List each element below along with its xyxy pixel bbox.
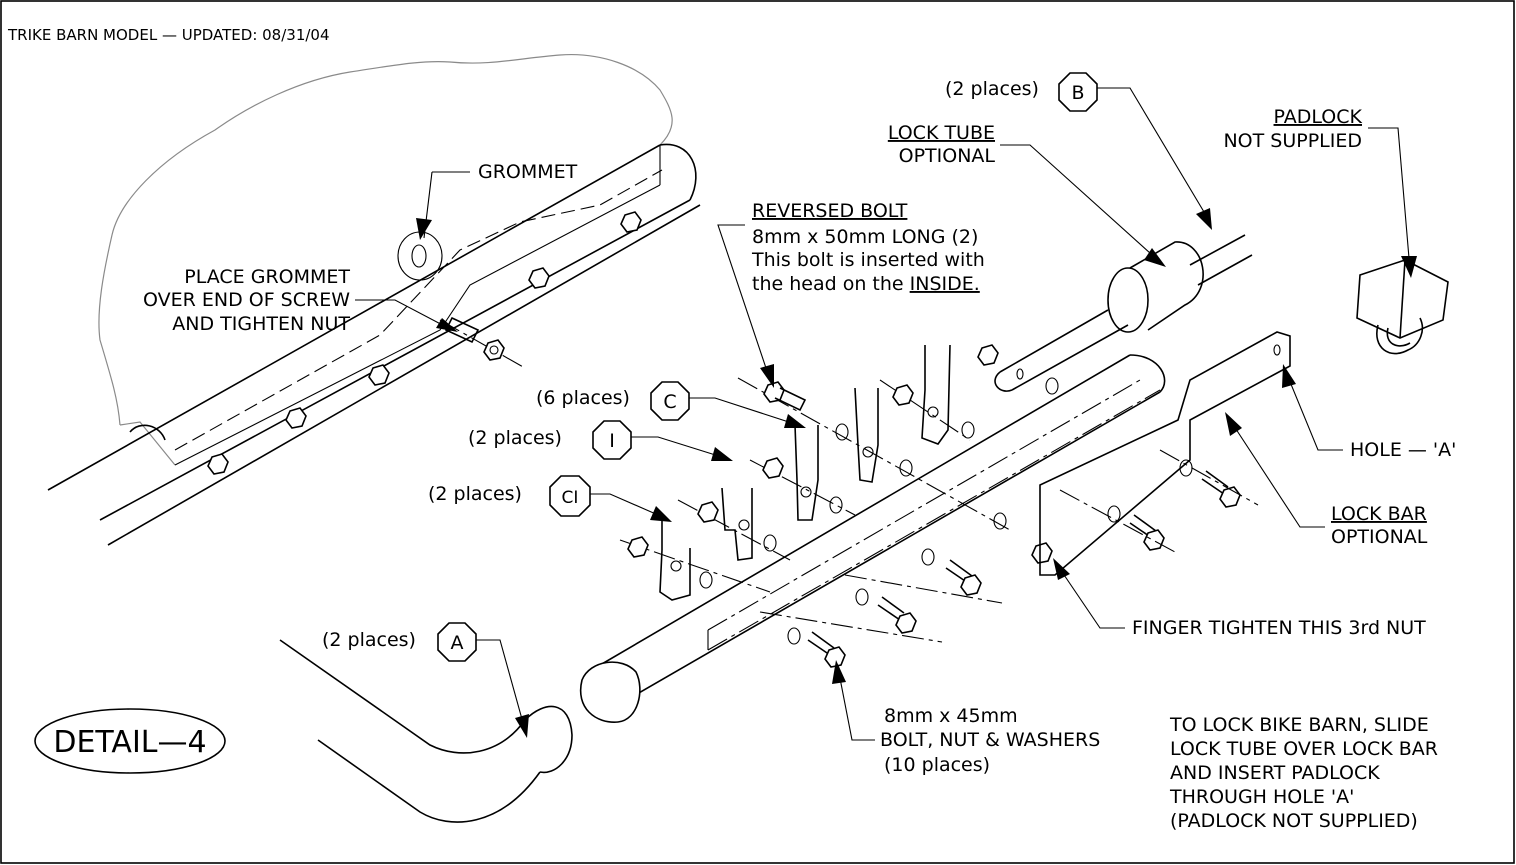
nuts-and-washers bbox=[627, 344, 1193, 645]
tag-i-letter: I bbox=[609, 430, 615, 452]
lock-tube-leader bbox=[1000, 144, 1166, 267]
lock-bar-sub: OPTIONAL bbox=[1331, 526, 1428, 548]
reversed-bolt-inside: INSIDE. bbox=[910, 273, 980, 295]
padlock bbox=[1356, 259, 1449, 355]
tag-ci-qty: (2 places) bbox=[428, 483, 522, 505]
finger-tighten-leader bbox=[1053, 558, 1125, 629]
instruction-line-1: TO LOCK BIKE BARN, SLIDE bbox=[1169, 714, 1429, 736]
instruction-line-3: AND INSERT PADLOCK bbox=[1170, 762, 1380, 784]
bolt-spec-line-2: BOLT, NUT & WASHERS bbox=[880, 729, 1100, 751]
lock-tube-title: LOCK TUBE bbox=[888, 122, 995, 144]
padlock-sub: NOT SUPPLIED bbox=[1223, 130, 1362, 152]
tag-a-letter: A bbox=[451, 632, 464, 654]
reversed-bolt-line-3: the head on the INSIDE. bbox=[752, 273, 980, 295]
place-grommet-leader bbox=[355, 299, 458, 332]
padlock-title: PADLOCK bbox=[1274, 106, 1363, 128]
tag-a-qty: (2 places) bbox=[322, 629, 416, 651]
reversed-bolt-title: REVERSED BOLT bbox=[752, 200, 908, 222]
detail-badge: DETAIL—4 bbox=[34, 708, 226, 774]
bolt-spec-line-3: (10 places) bbox=[884, 754, 990, 776]
tag-ci-badge: CI bbox=[549, 475, 672, 522]
reversed-bolt bbox=[763, 381, 807, 412]
cover-outline bbox=[98, 53, 673, 466]
tag-a-badge: A bbox=[437, 622, 529, 738]
side-rail bbox=[47, 143, 701, 546]
reversed-bolt-leader bbox=[717, 224, 774, 388]
tag-i-qty: (2 places) bbox=[468, 427, 562, 449]
tag-b-letter: B bbox=[1071, 82, 1084, 104]
tag-b-qty: (2 places) bbox=[945, 78, 1039, 100]
instruction-line-2: LOCK TUBE OVER LOCK BAR bbox=[1170, 738, 1438, 760]
place-grommet-line-1: PLACE GROMMET bbox=[184, 266, 350, 288]
detail-label: DETAIL—4 bbox=[53, 725, 206, 760]
tag-c-letter: C bbox=[663, 391, 676, 413]
place-grommet-line-2: OVER END OF SCREW bbox=[143, 289, 350, 311]
lock-bar-title: LOCK BAR bbox=[1331, 503, 1427, 525]
bolt-spec-leader bbox=[832, 660, 875, 741]
bolt-spec-line-1: 8mm x 45mm bbox=[884, 705, 1018, 727]
drawing-title: TRIKE BARN MODEL — UPDATED: 08/31/04 bbox=[7, 26, 330, 44]
finger-tighten-label: FINGER TIGHTEN THIS 3rd NUT bbox=[1132, 617, 1426, 639]
main-tube bbox=[579, 354, 1166, 723]
tag-ci-letter: CI bbox=[562, 488, 579, 508]
lock-tube-sub: OPTIONAL bbox=[899, 145, 996, 167]
hole-a-leader bbox=[1282, 364, 1343, 451]
lock-tube bbox=[994, 234, 1253, 392]
reversed-bolt-line-2: This bolt is inserted with bbox=[751, 249, 985, 271]
grommet-assembly bbox=[397, 231, 526, 369]
instruction-line-4: THROUGH HOLE 'A' bbox=[1169, 786, 1354, 808]
tag-c-qty: (6 places) bbox=[536, 387, 630, 409]
grommet-label: GROMMET bbox=[478, 161, 578, 183]
instruction-line-5: (PADLOCK NOT SUPPLIED) bbox=[1170, 810, 1418, 832]
tag-b-badge: B bbox=[1058, 72, 1212, 230]
reversed-bolt-line-1: 8mm x 50mm LONG (2) bbox=[752, 226, 978, 248]
lock-bar bbox=[1039, 331, 1291, 576]
tag-c-badge: C bbox=[650, 381, 806, 428]
place-grommet-line-3: AND TIGHTEN NUT bbox=[172, 313, 350, 335]
hole-a-label: HOLE — 'A' bbox=[1350, 439, 1456, 461]
grommet-leader bbox=[416, 171, 470, 240]
padlock-leader bbox=[1368, 127, 1417, 278]
tube-a-end bbox=[279, 639, 573, 823]
lower-bolts bbox=[759, 449, 1259, 668]
lock-bar-leader bbox=[1225, 412, 1325, 528]
tag-i-badge: I bbox=[592, 420, 733, 461]
reversed-bolt-line-3-text: the head on the bbox=[752, 273, 910, 295]
